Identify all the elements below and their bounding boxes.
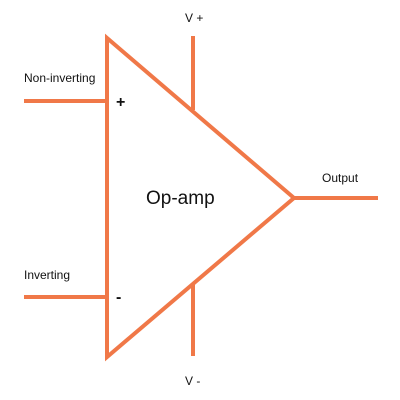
plus-sign: + [116, 94, 126, 111]
op-amp-label: Op-amp [146, 188, 215, 209]
negative-supply-label: V - [185, 374, 201, 388]
output-label: Output [322, 171, 359, 185]
positive-supply-label: V + [185, 11, 204, 25]
inverting-label: Inverting [24, 268, 71, 282]
non-inverting-label: Non-inverting [24, 71, 96, 85]
op-amp-triangle [105, 33, 298, 362]
minus-sign: - [116, 289, 122, 306]
